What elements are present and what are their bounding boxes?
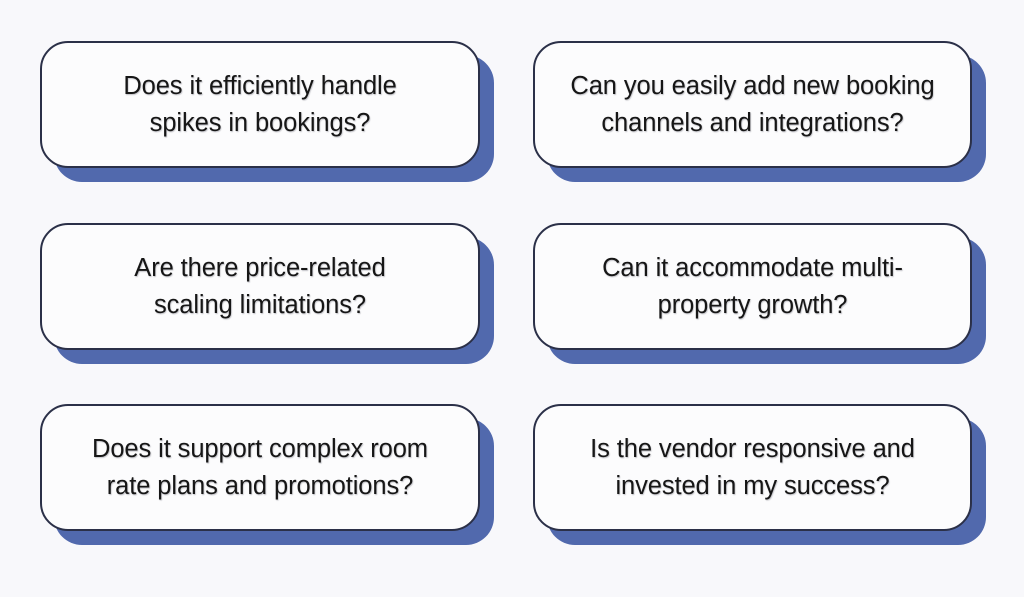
card-text-line-2: scaling limitations? bbox=[153, 290, 366, 319]
card-text-line-2: spikes in bookings? bbox=[149, 108, 371, 137]
card-text-line-2: property growth? bbox=[657, 290, 848, 319]
card-text: Does it efficiently handle spikes in boo… bbox=[123, 68, 396, 140]
question-card-price-scaling-limits[interactable]: Are there price-related scaling limitati… bbox=[40, 223, 494, 364]
card-text-line-1: Are there price-related bbox=[134, 254, 386, 283]
card-text-line-2: rate plans and promotions? bbox=[106, 471, 414, 500]
card-surface[interactable]: Does it efficiently handle spikes in boo… bbox=[40, 41, 480, 168]
card-text-line-1: Does it support complex room bbox=[92, 435, 428, 464]
card-surface[interactable]: Can it accommodate multi- property growt… bbox=[533, 223, 972, 350]
card-text-line-1: Is the vendor responsive and bbox=[590, 435, 915, 464]
card-surface[interactable]: Does it support complex room rate plans … bbox=[40, 404, 480, 531]
card-text: Can it accommodate multi- property growt… bbox=[602, 250, 903, 322]
card-text-line-1: Can it accommodate multi- bbox=[602, 254, 903, 283]
card-text-line-2: invested in my success? bbox=[615, 471, 890, 500]
card-surface[interactable]: Can you easily add new booking channels … bbox=[533, 41, 972, 168]
question-card-vendor-responsiveness[interactable]: Is the vendor responsive and invested in… bbox=[533, 404, 986, 545]
card-text: Is the vendor responsive and invested in… bbox=[590, 431, 915, 503]
card-surface[interactable]: Are there price-related scaling limitati… bbox=[40, 223, 480, 350]
card-surface[interactable]: Is the vendor responsive and invested in… bbox=[533, 404, 972, 531]
question-card-multi-property-growth[interactable]: Can it accommodate multi- property growt… bbox=[533, 223, 986, 364]
question-card-room-rate-plans[interactable]: Does it support complex room rate plans … bbox=[40, 404, 494, 545]
question-card-spikes-in-bookings[interactable]: Does it efficiently handle spikes in boo… bbox=[40, 41, 494, 182]
card-text-line-1: Does it efficiently handle bbox=[123, 72, 397, 101]
card-text: Does it support complex room rate plans … bbox=[92, 431, 428, 503]
question-card-booking-channels[interactable]: Can you easily add new booking channels … bbox=[533, 41, 986, 182]
card-text-line-2: channels and integrations? bbox=[601, 108, 904, 137]
card-text-line-1: Can you easily add new booking bbox=[570, 72, 935, 101]
card-text: Are there price-related scaling limitati… bbox=[134, 250, 386, 322]
card-text: Can you easily add new booking channels … bbox=[570, 68, 934, 140]
